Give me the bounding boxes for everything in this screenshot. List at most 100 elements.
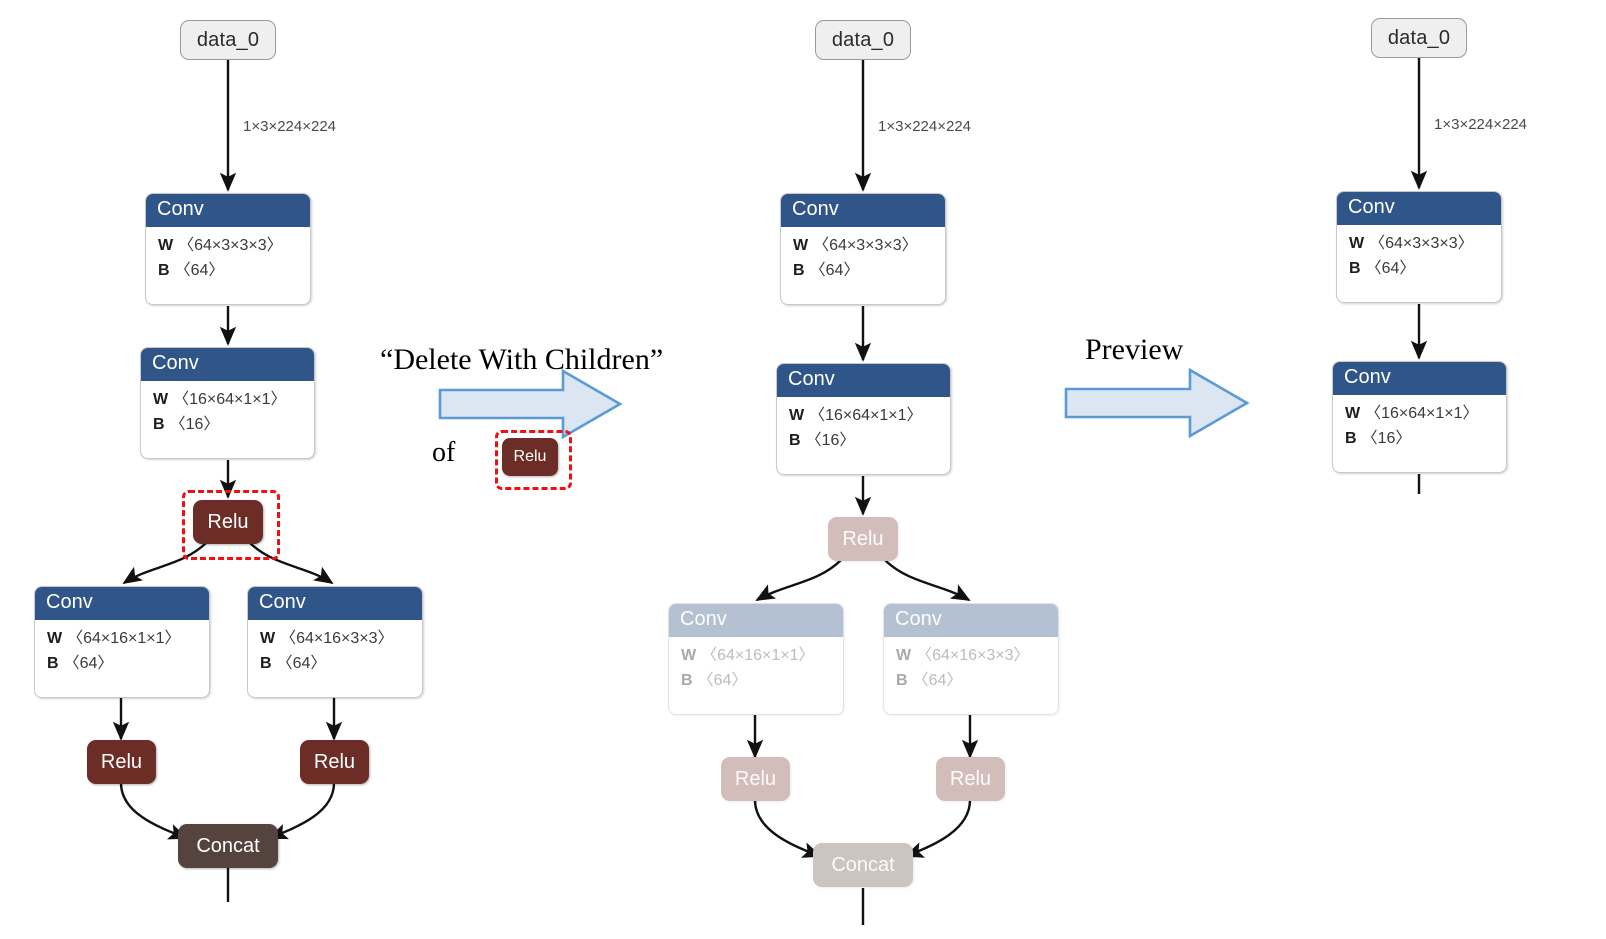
param-row-b: B〈16〉 [153,413,314,438]
param-key: B [1345,429,1357,447]
param-key: W [1345,405,1361,422]
param-value: 〈64〉 [912,671,963,689]
node-conv-2-original[interactable]: Conv W〈16×64×1×1〉 B〈16〉 [140,347,315,459]
param-value: 〈64×16×3×3〉 [916,647,1030,664]
param-key: W [896,647,912,664]
node-relu-selected-original[interactable]: Relu [193,500,263,544]
node-conv-2-preview[interactable]: Conv W〈16×64×1×1〉 B〈16〉 [776,363,951,475]
edge-label-tensor-result: 1×3×224×224 [1434,116,1528,133]
node-body: W〈64×16×1×1〉 B〈64〉 [35,620,209,684]
selection-marquee-relu[interactable] [182,490,280,560]
param-value: 〈64×3×3×3〉 [813,237,918,254]
param-row-b: B〈64〉 [896,669,1058,694]
node-header: Conv [248,587,422,620]
node-body: W〈64×3×3×3〉 B〈64〉 [1337,225,1501,289]
annotation-delete-with-children: “Delete With Children” [380,343,664,376]
annotation-of: of [432,437,456,468]
node-label: Concat [196,834,260,857]
param-value: 〈16〉 [1361,429,1412,447]
param-key: W [158,237,174,254]
param-row-b: B〈64〉 [681,669,843,694]
param-row-w: W〈64×16×1×1〉 [47,627,209,652]
param-value: 〈64〉 [174,261,225,279]
node-body: W〈64×3×3×3〉 B〈64〉 [781,227,945,291]
param-value: 〈16〉 [169,415,220,433]
param-key: B [789,431,801,449]
param-key: B [47,654,59,672]
node-label: Concat [831,853,895,876]
param-row-w: W〈16×64×1×1〉 [153,388,314,413]
param-row-w: W〈16×64×1×1〉 [789,404,950,429]
node-label: Relu [313,750,356,773]
node-header: Conv [1333,362,1506,395]
param-row-b: B〈64〉 [1349,257,1501,282]
param-value: 〈64〉 [63,654,114,672]
node-header: Conv [35,587,209,620]
param-key: W [789,407,805,424]
node-data-0-result[interactable]: data_0 [1371,18,1467,58]
node-body: W〈64×16×3×3〉 B〈64〉 [248,620,422,684]
node-header: Conv [781,194,945,227]
node-conv-3-original[interactable]: Conv W〈64×16×1×1〉 B〈64〉 [34,586,210,698]
param-value: 〈64×16×3×3〉 [280,630,394,647]
node-label: Relu [734,767,777,790]
node-conv-3-preview[interactable]: Conv W〈64×16×1×1〉 B〈64〉 [668,603,844,715]
param-row-b: B〈16〉 [789,429,950,454]
param-value: 〈16×64×1×1〉 [173,391,287,408]
node-relu-right-original[interactable]: Relu [300,740,369,784]
param-key: W [47,630,63,647]
node-body: W〈16×64×1×1〉 B〈16〉 [1333,395,1506,459]
node-body: W〈16×64×1×1〉 B〈16〉 [777,397,950,461]
node-header: Conv [146,194,310,227]
param-row-b: B〈64〉 [47,652,209,677]
node-conv-4-original[interactable]: Conv W〈64×16×3×3〉 B〈64〉 [247,586,423,698]
param-row-b: B〈16〉 [1345,427,1506,452]
node-body: W〈64×16×3×3〉 B〈64〉 [884,637,1058,701]
param-value: 〈64×3×3×3〉 [1369,235,1474,252]
node-data-0-original[interactable]: data_0 [180,20,276,60]
node-conv-1-original[interactable]: Conv W〈64×3×3×3〉 B〈64〉 [145,193,311,305]
param-value: 〈64×16×1×1〉 [67,630,181,647]
node-body: W〈16×64×1×1〉 B〈16〉 [141,381,314,445]
node-header: Conv [777,364,950,397]
node-body: W〈64×3×3×3〉 B〈64〉 [146,227,310,291]
node-label: Relu [949,767,992,790]
node-label: data_0 [196,28,260,51]
node-concat-preview[interactable]: Concat [813,843,913,887]
param-row-w: W〈64×3×3×3〉 [1349,232,1501,257]
node-body: W〈64×16×1×1〉 B〈64〉 [669,637,843,701]
param-value: 〈64×16×1×1〉 [701,647,815,664]
param-value: 〈16×64×1×1〉 [1365,405,1479,422]
node-header: Conv [884,604,1058,637]
param-key: B [158,261,170,279]
node-conv-1-result[interactable]: Conv W〈64×3×3×3〉 B〈64〉 [1336,191,1502,303]
param-value: 〈64〉 [809,261,860,279]
node-relu-right-preview[interactable]: Relu [936,757,1005,801]
node-conv-1-preview[interactable]: Conv W〈64×3×3×3〉 B〈64〉 [780,193,946,305]
node-conv-2-result[interactable]: Conv W〈16×64×1×1〉 B〈16〉 [1332,361,1507,473]
annotation-preview: Preview [1085,333,1184,366]
node-label: data_0 [1387,26,1451,49]
node-label: Relu [513,448,547,465]
node-relu-left-original[interactable]: Relu [87,740,156,784]
param-key: W [1349,235,1365,252]
node-header: Conv [669,604,843,637]
param-row-w: W〈64×16×3×3〉 [896,644,1058,669]
param-row-w: W〈64×16×1×1〉 [681,644,843,669]
param-value: 〈16〉 [805,431,856,449]
param-key: W [260,630,276,647]
node-conv-4-preview[interactable]: Conv W〈64×16×3×3〉 B〈64〉 [883,603,1059,715]
node-header: Conv [1337,192,1501,225]
node-label: Relu [207,510,249,533]
param-value: 〈64〉 [1365,259,1416,277]
edge-label-tensor-preview: 1×3×224×224 [878,118,972,135]
node-concat-original[interactable]: Concat [178,824,278,868]
node-label: Relu [842,527,884,550]
node-relu-left-preview[interactable]: Relu [721,757,790,801]
node-data-0-preview[interactable]: data_0 [815,20,911,60]
param-value: 〈64〉 [697,671,748,689]
param-row-w: W〈64×3×3×3〉 [793,234,945,259]
param-row-b: B〈64〉 [793,259,945,284]
node-relu-top-preview[interactable]: Relu [828,517,898,561]
